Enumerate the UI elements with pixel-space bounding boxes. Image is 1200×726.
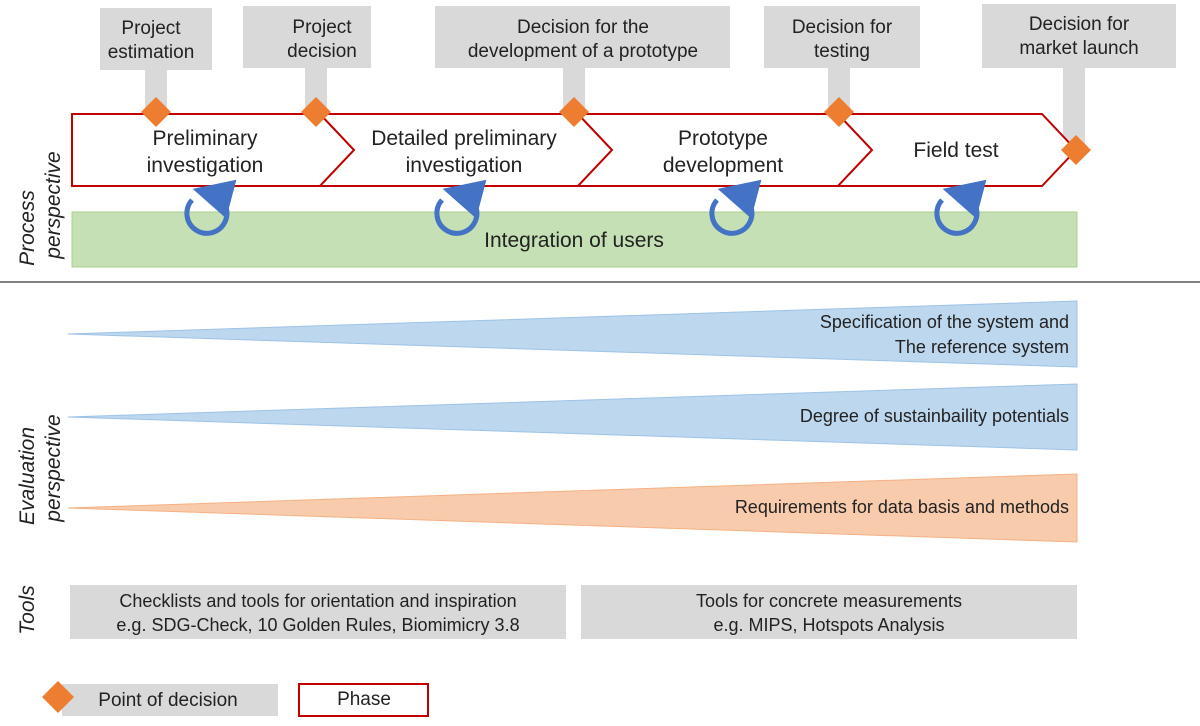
phase-3-line2: development [663,154,783,177]
decision-box-5: Decision for market launch [982,4,1176,68]
process-perspective-label: Process perspective [16,151,65,266]
tools-box-measurements: Tools for concrete measurements e.g. MIP… [581,585,1077,639]
decision-1-line2: estimation [108,42,195,63]
phase-2-line2: investigation [406,154,523,177]
legend-decision-label: Point of decision [98,690,237,711]
integration-bar: Integration of users [71,211,1078,268]
process-label-line1: Process [16,190,39,266]
decision-stem-1 [145,68,167,112]
decision-marker-5 [1061,135,1091,165]
cycle-arrow-icon [709,179,762,236]
decision-4-line2: testing [814,41,870,62]
wedge-1-line1: Specification of the system and [820,312,1069,332]
wedge-2-line1: Degree of sustainbaility potentials [800,406,1069,426]
decision-1-line1: Project [121,18,181,39]
legend-phase-box [298,683,429,717]
evaluation-label-line2: perspective [42,414,65,522]
phase-1-line1: Preliminary [152,127,258,150]
process-label-line2: perspective [42,151,65,259]
decision-marker-1 [141,97,171,127]
evaluation-perspective-label: Evaluation perspective [16,414,65,525]
tools-2-line2: e.g. MIPS, Hotspots Analysis [713,615,944,635]
decision-marker-2 [301,97,331,127]
decision-marker-3 [559,97,589,127]
decision-stem-4 [828,68,850,112]
decision-box-3: Decision for the development of a protot… [435,6,730,68]
wedge-sustainability: Degree of sustainbaility potentials [67,383,1078,451]
tools-1-line1: Checklists and tools for orientation and… [119,591,516,611]
decision-2-line2: decision [287,41,357,62]
decision-3-line2: development of a prototype [468,41,698,62]
decision-box-1: Project estimation [100,8,212,70]
tools-label-text: Tools [16,585,39,635]
decision-stem-3 [563,68,585,112]
decision-stem-2 [305,68,327,112]
tools-2-line1: Tools for concrete measurements [696,591,962,611]
wedge-1-line2: The reference system [895,337,1069,357]
phase-3: Prototype development [575,113,874,187]
decision-marker-4 [824,97,854,127]
legend-phase-label: Phase [337,689,391,710]
phase-2-line1: Detailed preliminary [371,127,557,150]
cycle-arrow-icon [934,179,987,236]
phase-2: Detailed preliminary investigation [317,113,614,187]
wedge-specification: Specification of the system and The refe… [67,300,1078,368]
tools-box-orientation: Checklists and tools for orientation and… [70,585,566,639]
phase-4: Field test [835,113,1078,187]
evaluation-label-line1: Evaluation [16,427,39,525]
decision-stem-5 [1063,68,1085,148]
phase-3-line1: Prototype [678,127,768,150]
cycle-arrow-icon [434,179,487,236]
legend-decision-marker [42,681,74,713]
decision-5-line1: Decision for [1029,14,1130,35]
decision-3-line1: Decision for the [517,17,649,38]
tools-label: Tools [16,585,39,635]
decision-4-line1: Decision for [792,17,893,38]
decision-box-4: Decision for testing [764,6,920,68]
legend-decision-box [62,684,278,716]
phase-1: Preliminary investigation [71,113,356,187]
wedge-requirements: Requirements for data basis and methods [67,473,1078,543]
phase-4-line1: Field test [913,139,998,162]
decision-5-line2: market launch [1019,38,1138,59]
cycle-arrow-icon [184,179,237,236]
phase-1-line2: investigation [147,154,264,177]
tools-1-line2: e.g. SDG-Check, 10 Golden Rules, Biomimi… [116,615,519,635]
wedge-3-line1: Requirements for data basis and methods [735,497,1069,517]
decision-2-line1: Project [292,17,352,38]
decision-box-2: Project decision [243,6,371,68]
integration-label: Integration of users [484,229,664,252]
legend: Point of decision Phase [42,681,429,717]
